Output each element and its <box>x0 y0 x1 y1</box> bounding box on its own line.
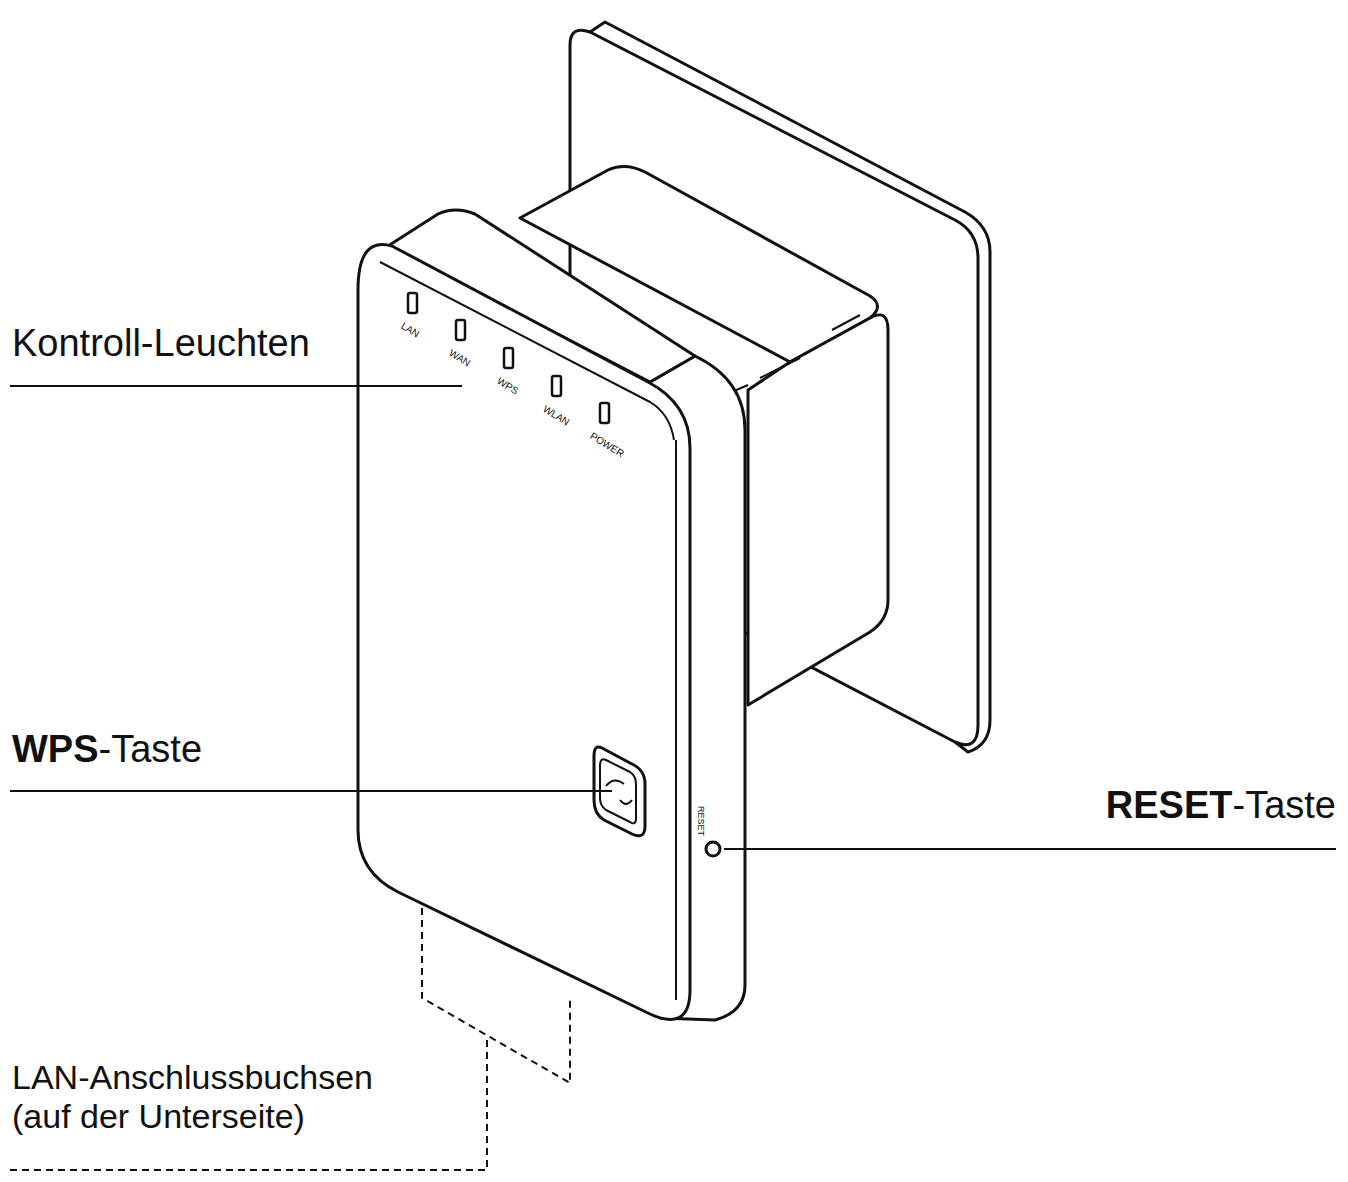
led-set <box>408 293 609 423</box>
leader-lines <box>10 386 1336 849</box>
reset-hole <box>706 842 720 856</box>
front-top-edge <box>380 262 674 440</box>
dashed-leader <box>10 908 570 1170</box>
part-label: Kontroll-Leuchten <box>12 322 310 366</box>
wps-symbol <box>606 780 632 804</box>
part-label: RESET <box>1106 784 1233 828</box>
device-front <box>358 244 690 1019</box>
part-label: -Taste <box>99 728 202 772</box>
part-label: LAN-Anschlussbuchsen (auf der Unterseite… <box>12 1058 412 1136</box>
side-label: RESET <box>696 806 706 836</box>
part-label: WPS <box>12 728 99 772</box>
front-side-edge <box>675 440 677 1000</box>
part-label: -Taste <box>1233 784 1336 828</box>
